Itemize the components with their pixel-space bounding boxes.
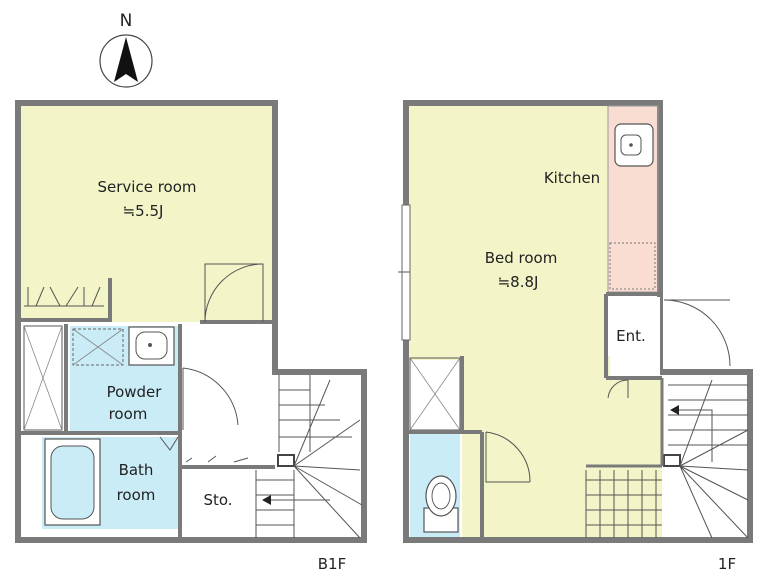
toilet-icon — [425, 475, 457, 517]
washer-pan-cross — [72, 328, 124, 366]
floor-label-b1f: B1F — [318, 555, 346, 573]
toilet-door-swing — [485, 431, 531, 483]
bed-room-area: ≒8.8J — [498, 273, 539, 291]
toilet-walls — [406, 356, 484, 540]
kitchen-sink-bowl — [620, 134, 642, 156]
toilet-bowl — [431, 482, 451, 510]
entrance-door-swing — [663, 299, 731, 367]
b1f-outer-wall — [15, 100, 367, 543]
stairs-1f — [585, 378, 749, 539]
stair-treads-lower — [255, 379, 363, 539]
stair-walls-1f — [586, 378, 664, 468]
1f-outer-wall — [403, 100, 753, 543]
closet-b1f-cross — [23, 325, 63, 431]
stair-treads-1f-upper — [668, 384, 748, 446]
compass: N — [99, 11, 153, 88]
service-room-area: ≒5.5J — [123, 202, 164, 220]
stair-post-1f — [663, 454, 681, 467]
bath-room-label-1: Bath — [119, 461, 154, 479]
service-door-swing — [204, 263, 264, 323]
bed-room-fill-lower — [462, 356, 662, 538]
service-room-fill — [20, 104, 272, 322]
bed-room-label: Bed room — [485, 249, 558, 267]
wash-basin-drain — [148, 343, 152, 347]
storage-label: Sto. — [203, 491, 232, 509]
washer-pan — [72, 328, 124, 366]
entrance-label: Ent. — [616, 327, 646, 345]
powder-room-label-2: room — [109, 405, 148, 423]
stair-direction-line-1f — [678, 409, 713, 462]
closet-door — [24, 286, 104, 307]
wash-basin-bowl — [135, 331, 168, 360]
floor-label-1f: 1F — [718, 555, 736, 573]
powder-room-label-1: Powder — [107, 383, 163, 401]
closet-1f-cross — [409, 357, 461, 431]
stair-post — [277, 454, 295, 467]
stair-arrow-icon — [262, 495, 271, 505]
entrance-fill — [610, 297, 660, 376]
hall-sliding-doors — [185, 455, 249, 463]
entrance-walls — [604, 292, 662, 380]
b1f-partitions — [18, 324, 275, 540]
north-arrow-pointer — [114, 37, 138, 82]
service-door-frame — [204, 263, 264, 322]
stair-winders-1f — [679, 379, 749, 539]
closet-b1f — [23, 325, 63, 431]
bathtub-basin — [50, 445, 95, 520]
north-label: N — [120, 11, 133, 31]
floor-1f: Kitchen Bed room ≒8.8J Ent. 1F — [398, 100, 753, 573]
kitchen-sink-drain — [629, 143, 633, 147]
bed-room-fill-upper — [408, 104, 608, 360]
powder-door-swing — [182, 367, 239, 430]
stair-treads-upper — [278, 375, 352, 452]
stairs-b1f — [255, 375, 363, 539]
floor-b1f: Powder room Bath room Sto. Service room … — [15, 100, 367, 573]
kitchen-sink — [614, 123, 654, 167]
kitchen-label: Kitchen — [544, 169, 600, 187]
kitchen-appliance-space — [609, 242, 656, 290]
bath-room-label-2: room — [117, 486, 156, 504]
stair-arrow-icon-1f — [670, 405, 679, 415]
bath-door-mark — [159, 436, 179, 451]
stair-treads-1f-lower — [585, 470, 662, 538]
service-room-label: Service room — [97, 178, 196, 196]
entrance-inner-door — [607, 379, 629, 399]
toilet-tank — [423, 507, 459, 533]
